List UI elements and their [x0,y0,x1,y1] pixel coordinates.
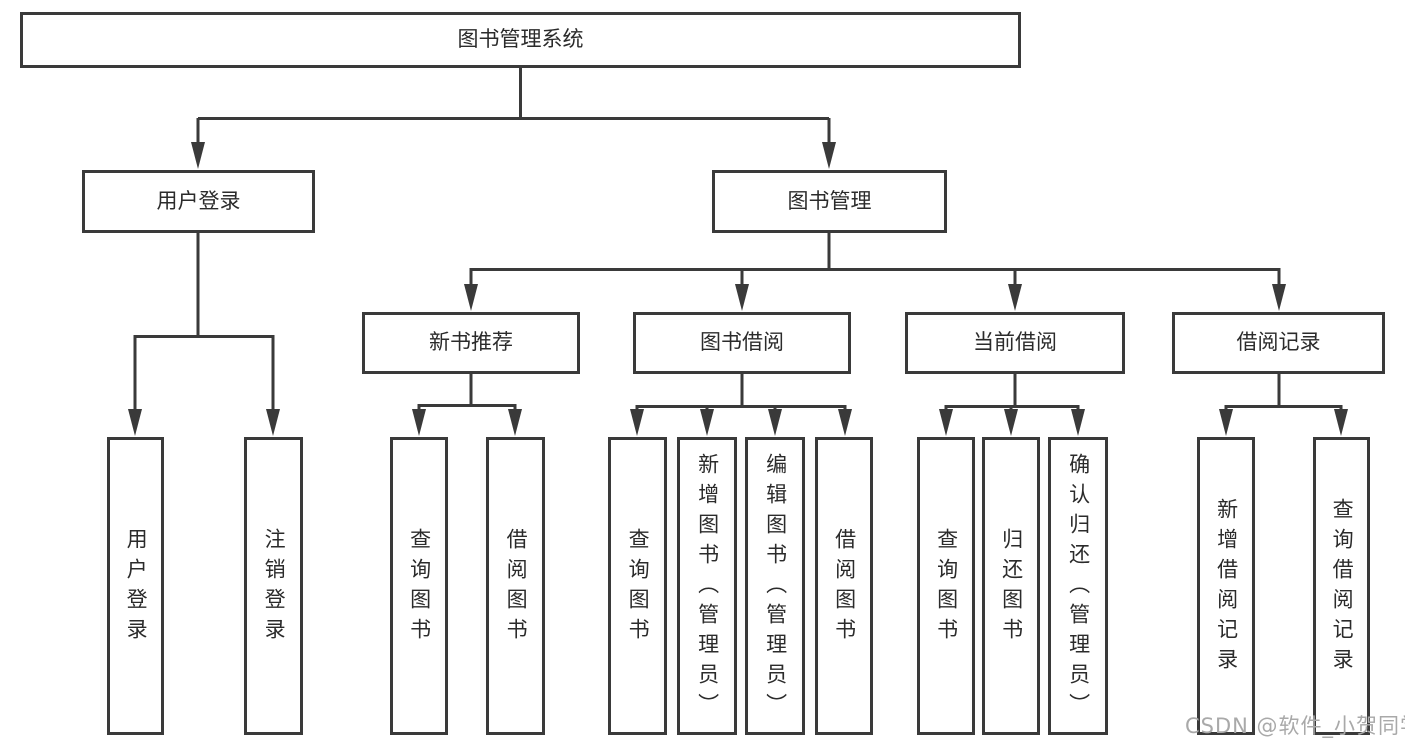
node-confirm-return-admin: 确认归还（管理员） [1048,437,1108,735]
node-root: 图书管理系统 [20,12,1021,68]
node-borrow-books-rec: 借阅图书 [486,437,545,735]
node-user-login: 用户登录 [107,437,164,735]
node-book-management-module: 图书管理 [712,170,947,233]
node-borrowing-records: 借阅记录 [1172,312,1385,374]
node-edit-books-admin: 编辑图书（管理员） [745,437,805,735]
node-new-book-recommendation: 新书推荐 [362,312,580,374]
node-query-borrow-record: 查询借阅记录 [1313,437,1370,735]
node-query-books-borrow: 查询图书 [608,437,667,735]
node-query-books-current: 查询图书 [917,437,975,735]
node-return-books: 归还图书 [982,437,1040,735]
node-logout: 注销登录 [244,437,303,735]
node-current-borrowing: 当前借阅 [905,312,1125,374]
node-user-login-module: 用户登录 [82,170,315,233]
node-book-borrowing: 图书借阅 [633,312,851,374]
node-borrow-books: 借阅图书 [815,437,873,735]
arrowhead-group [128,142,1348,436]
node-query-books-rec: 查询图书 [390,437,448,735]
node-add-books-admin: 新增图书（管理员） [677,437,737,735]
csdn-watermark: CSDN @软件_小贺同学 [1185,714,1405,738]
node-add-borrow-record: 新增借阅记录 [1197,437,1255,735]
